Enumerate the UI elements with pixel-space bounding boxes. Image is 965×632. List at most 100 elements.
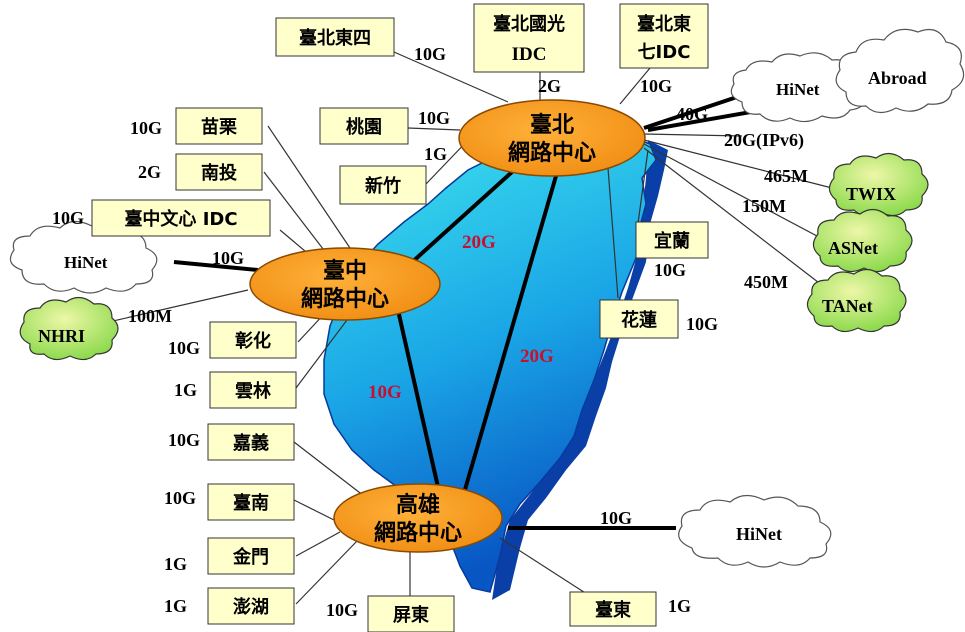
site-taitung-box [569, 591, 657, 627]
site-kinmen-box [207, 537, 295, 575]
site-boxes [91, 3, 709, 632]
speed-twix: 465M [764, 166, 808, 186]
hub-kaohsiung-line1: 高雄 [396, 492, 440, 518]
backbone-links: 20G 20G 10G [368, 170, 558, 501]
speed-penghu: 1G [164, 596, 187, 616]
site-taoyuan-box [319, 107, 409, 145]
speed-taipei-east4: 10G [414, 44, 446, 64]
link-taipei-taichung [408, 170, 514, 266]
site-yunlin-box [209, 371, 297, 409]
hub-taichung-line1: 臺中 [323, 259, 367, 284]
link-penghu [295, 539, 359, 605]
link-east4 [393, 51, 509, 103]
speed-kinmen: 1G [164, 554, 187, 574]
speed-tainan: 10G [164, 488, 196, 508]
site-kinmen-label: 金門 [232, 546, 269, 568]
hub-kaohsiung: 高雄 網路中心 [333, 483, 503, 553]
link-chiayi [293, 441, 365, 497]
cloud-hinet-central-label: HiNet [64, 253, 108, 272]
site-pingtung-label: 屏東 [393, 604, 429, 626]
speed-ks-hinet: 10G [600, 508, 632, 528]
site-taipei-east7-box [619, 3, 709, 69]
cloud-nhri-shape [19, 296, 119, 361]
cloud-hinet-north-label: HiNet [776, 80, 820, 99]
hub-kaohsiung-line2: 網路中心 [374, 520, 462, 546]
taiwan-island [323, 131, 668, 600]
speed-taitung: 1G [668, 596, 691, 616]
hub-taipei-line1: 臺北 [530, 113, 574, 138]
site-links [99, 51, 837, 605]
speed-changhua: 10G [168, 338, 200, 358]
backbone-label-taipei-taichung: 20G [462, 232, 496, 253]
site-tainan-box [207, 483, 295, 521]
site-miaoli-label: 苗栗 [201, 117, 237, 138]
site-taoyuan-label: 桃園 [346, 116, 382, 138]
hub-kaohsiung-shape [333, 483, 503, 553]
link-yunlin [295, 315, 351, 389]
link-twix [643, 139, 833, 189]
cloud-hinet-south-shape [678, 494, 832, 568]
site-taipei-guoguang-label-2: IDC [512, 44, 547, 65]
speed-pingtung: 10G [326, 600, 358, 620]
link-kinmen [295, 531, 341, 557]
cloud-asnet: ASNet [812, 208, 913, 273]
speed-chiayi: 10G [168, 430, 200, 450]
cloud-tanet: TANet [806, 268, 907, 333]
site-hsinchu-box [339, 165, 427, 205]
speed-taoyuan: 10G [418, 108, 450, 128]
site-penghu-label: 澎湖 [233, 596, 269, 618]
link-asnet [643, 143, 833, 245]
hub-taichung-shape [249, 247, 441, 321]
link-hualien [607, 167, 619, 299]
site-changhua-box [209, 321, 297, 359]
speed-hualien: 10G [686, 314, 718, 334]
link-taoyuan [407, 127, 461, 131]
site-nantou-box [175, 153, 263, 191]
speed-miaoli: 10G [130, 118, 162, 138]
hub-taichung-line2: 網路中心 [301, 286, 389, 312]
speed-labels: 10G 2G 10G 10G 1G 10G 2G 10G 10G 100M 10… [52, 44, 808, 620]
site-taipei-guoguang-box [473, 3, 585, 73]
site-chiayi-box [207, 423, 295, 461]
backbone-label-taipei-kaohsiung: 20G [520, 346, 554, 367]
site-nantou-label: 南投 [201, 162, 237, 184]
speed-taichung-idc: 10G [52, 208, 84, 228]
site-changhua-label: 彰化 [235, 330, 271, 352]
speed-asnet: 150M [742, 196, 786, 216]
site-taichung-idc-label: 臺中文心 IDC [124, 208, 237, 230]
link-taichung-kaohsiung [396, 309, 442, 497]
speed-tanet: 450M [744, 272, 788, 292]
link-tanet [643, 147, 837, 297]
speed-nantou: 2G [138, 162, 161, 182]
cloud-nhri-label: NHRI [38, 326, 85, 346]
site-taipei-east4-box [275, 17, 395, 57]
speed-yilan: 10G [654, 260, 686, 280]
backbone-label-taichung-kaohsiung: 10G [368, 382, 402, 403]
cloud-twix: TWIX [828, 152, 929, 217]
site-pingtung-box [367, 595, 455, 632]
site-taipei-east4-label: 臺北東四 [299, 27, 371, 49]
link-miaoli [267, 125, 355, 255]
speed-guoguang: 2G [538, 76, 561, 96]
link-taipei-kaohsiung [460, 175, 558, 501]
site-hualien-label: 花蓮 [621, 309, 657, 331]
site-taipei-east7-label-1: 臺北東 [637, 13, 691, 35]
site-taipei-east7-label-2: 七IDC [638, 42, 691, 63]
site-taichung-idc-box [91, 199, 271, 237]
site-chiayi-label: 嘉義 [232, 432, 269, 454]
speed-nhri: 100M [128, 306, 172, 326]
cloud-abroad-shape [835, 28, 965, 114]
speed-ipv6: 20G(IPv6) [724, 130, 804, 151]
link-taitung [499, 537, 591, 597]
site-penghu-box [207, 587, 295, 625]
hub-taipei-shape [458, 99, 646, 177]
cloud-abroad: Abroad [835, 28, 965, 114]
island-body [323, 131, 657, 593]
cloud-asnet-shape [812, 208, 913, 273]
site-yunlin-label: 雲林 [235, 380, 271, 402]
cloud-abroad-label: Abroad [868, 68, 927, 88]
site-hsinchu-label: 新竹 [365, 175, 401, 197]
cloud-hinet-south: HiNet [678, 494, 832, 568]
link-hinet-north [643, 94, 741, 130]
